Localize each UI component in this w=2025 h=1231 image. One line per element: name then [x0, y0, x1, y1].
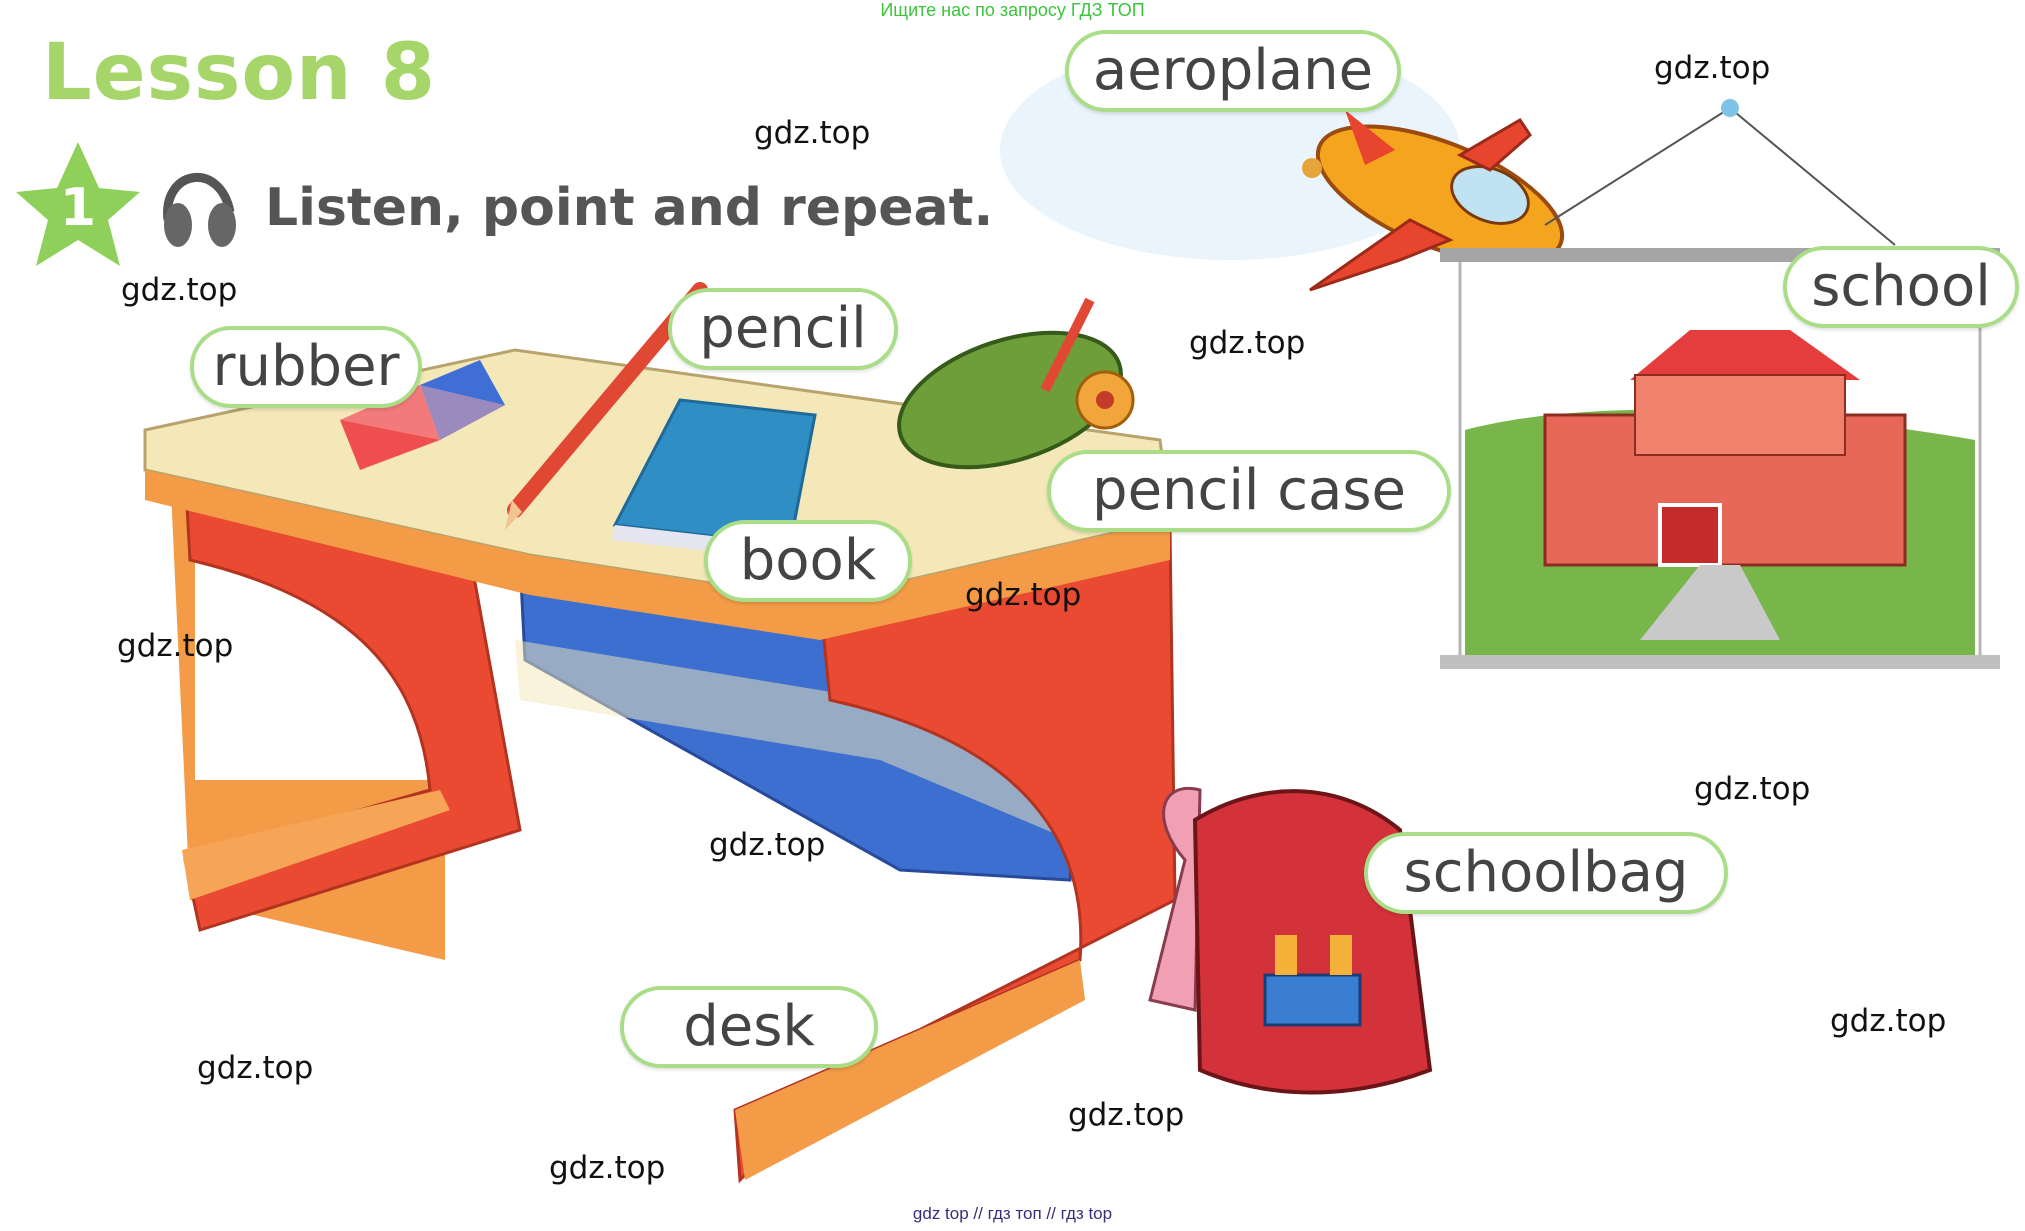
- label-pencil-case[interactable]: pencil case: [1047, 450, 1451, 532]
- label-schoolbag[interactable]: schoolbag: [1364, 832, 1728, 914]
- watermark: gdz.top: [549, 1150, 666, 1186]
- label-book[interactable]: book: [704, 520, 912, 602]
- watermark: gdz.top: [117, 628, 234, 664]
- label-aeroplane[interactable]: aeroplane: [1065, 30, 1401, 112]
- school-poster-drawing: [1440, 99, 2000, 669]
- watermark: gdz.top: [1654, 50, 1771, 86]
- star-icon: [16, 142, 140, 266]
- watermark: gdz.top: [1830, 1003, 1947, 1039]
- top-note: Ищите нас по запросу ГДЗ ТОП: [880, 0, 1145, 20]
- instruction-text: Listen, point and repeat.: [265, 178, 994, 238]
- aeroplane-drawing: [1302, 110, 1565, 292]
- label-rubber[interactable]: rubber: [190, 326, 422, 408]
- label-desk[interactable]: desk: [620, 986, 878, 1068]
- watermark: gdz.top: [754, 115, 871, 151]
- rubber-drawing: [340, 360, 505, 470]
- exercise-number: 1: [59, 178, 97, 238]
- watermark: gdz.top: [197, 1050, 314, 1086]
- watermark: gdz.top: [121, 272, 238, 308]
- watermark: gdz.top: [965, 577, 1082, 613]
- watermark: gdz.top: [1694, 771, 1811, 807]
- label-school[interactable]: school: [1783, 246, 2019, 328]
- schoolbag-drawing: [1148, 787, 1433, 1095]
- watermark: gdz.top: [709, 827, 826, 863]
- watermark: gdz.top: [1189, 325, 1306, 361]
- watermark: gdz.top: [1068, 1097, 1185, 1133]
- label-pencil[interactable]: pencil: [668, 288, 898, 370]
- headphones-icon: [163, 172, 236, 247]
- lesson-title: Lesson 8: [42, 28, 437, 118]
- pencil-case-drawing: [897, 297, 1135, 470]
- footer-links: gdz top // гдз топ // гдз top: [912, 1204, 1113, 1223]
